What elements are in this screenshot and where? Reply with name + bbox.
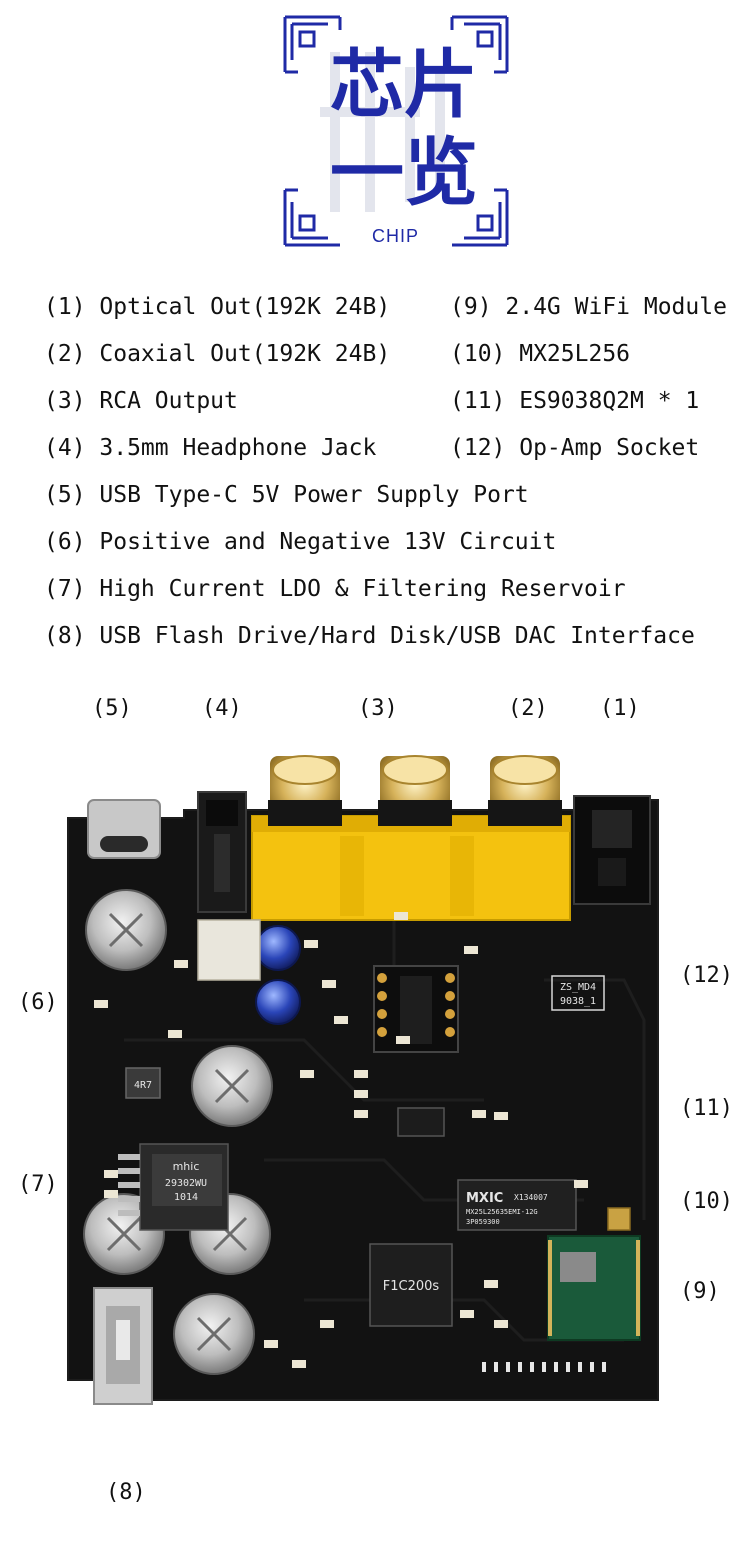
logo-char-2: 片 <box>404 42 478 128</box>
callout-12: (12) <box>680 963 733 988</box>
callout-10: (10) <box>680 1189 733 1214</box>
feature-item-1: (1) Optical Out(192K 24B) <box>44 294 391 320</box>
capacitor-top-left <box>85 889 167 971</box>
ldo-regulator: mhic 29302WU 1014 <box>118 1143 229 1231</box>
feature-item-5: (5) USB Type-C 5V Power Supply Port <box>44 482 529 508</box>
f1c200s-soc: F1C200s <box>369 1243 453 1327</box>
optical-port <box>573 795 651 905</box>
logo-frame <box>283 15 509 247</box>
mxic-flash: MXIC X134007 MX25L25635EMI-12G 3P059300 <box>457 1179 577 1231</box>
usb-c-port <box>87 799 161 859</box>
rca-block <box>251 755 571 921</box>
wifi-module <box>547 1235 641 1341</box>
ldo-brand: mhic <box>173 1160 200 1173</box>
opamp-socket <box>373 965 459 1053</box>
feature-item-11: (11) ES9038Q2M * 1 <box>450 388 700 414</box>
capacitor-mid <box>191 1045 273 1127</box>
feature-item-10: (10) MX25L256 <box>450 341 631 367</box>
callout-7: (7) <box>18 1172 58 1197</box>
feature-item-2: (2) Coaxial Out(192K 24B) <box>44 341 391 367</box>
mxic-brand: MXIC <box>466 1191 503 1206</box>
brand-logo: 芯 片 一 览 CHIP <box>280 12 512 250</box>
callout-2: (2) <box>508 696 548 721</box>
logo-chip-text: CHIP <box>372 226 420 246</box>
feature-item-3: (3) RCA Output <box>44 388 238 414</box>
headphone-jack <box>197 791 247 913</box>
mxic-code: X134007 <box>514 1193 548 1202</box>
feature-item-12: (12) Op-Amp Socket <box>450 435 700 461</box>
callout-8: (8) <box>106 1480 146 1505</box>
callout-1: (1) <box>600 696 640 721</box>
usb-a-port <box>93 1287 153 1405</box>
mxic-part: MX25L25635EMI-12G <box>466 1208 538 1216</box>
logo-char-3: 一 <box>330 130 404 216</box>
inductor-label: 4R7 <box>134 1080 152 1091</box>
callout-6: (6) <box>18 990 58 1015</box>
capacitor-bottom <box>173 1293 255 1375</box>
silk-rev: 9038_1 <box>560 996 596 1007</box>
callout-9: (9) <box>680 1279 720 1304</box>
callout-11: (11) <box>680 1096 733 1121</box>
logo-char-1: 芯 <box>330 42 404 128</box>
dac-chip <box>397 1107 445 1137</box>
logo-char-4: 览 <box>404 130 478 216</box>
pcb-board: ZS_MD4 9038_1 <box>64 740 684 1420</box>
silk-model: ZS_MD4 <box>560 982 596 993</box>
callout-3: (3) <box>358 696 398 721</box>
callout-5: (5) <box>92 696 132 721</box>
soc-part: F1C200s <box>383 1279 440 1294</box>
mxic-lot: 3P059300 <box>466 1218 500 1226</box>
feature-item-9: (9) 2.4G WiFi Module <box>450 294 727 320</box>
feature-item-6: (6) Positive and Negative 13V Circuit <box>44 529 557 555</box>
ldo-code: 1014 <box>174 1192 198 1203</box>
feature-item-7: (7) High Current LDO & Filtering Reservo… <box>44 576 626 602</box>
callout-4: (4) <box>202 696 242 721</box>
feature-item-8: (8) USB Flash Drive/Hard Disk/USB DAC In… <box>44 623 695 649</box>
ldo-part: 29302WU <box>165 1178 207 1189</box>
feature-item-4: (4) 3.5mm Headphone Jack <box>44 435 377 461</box>
pcb-illustration: ZS_MD4 9038_1 <box>67 755 659 1405</box>
